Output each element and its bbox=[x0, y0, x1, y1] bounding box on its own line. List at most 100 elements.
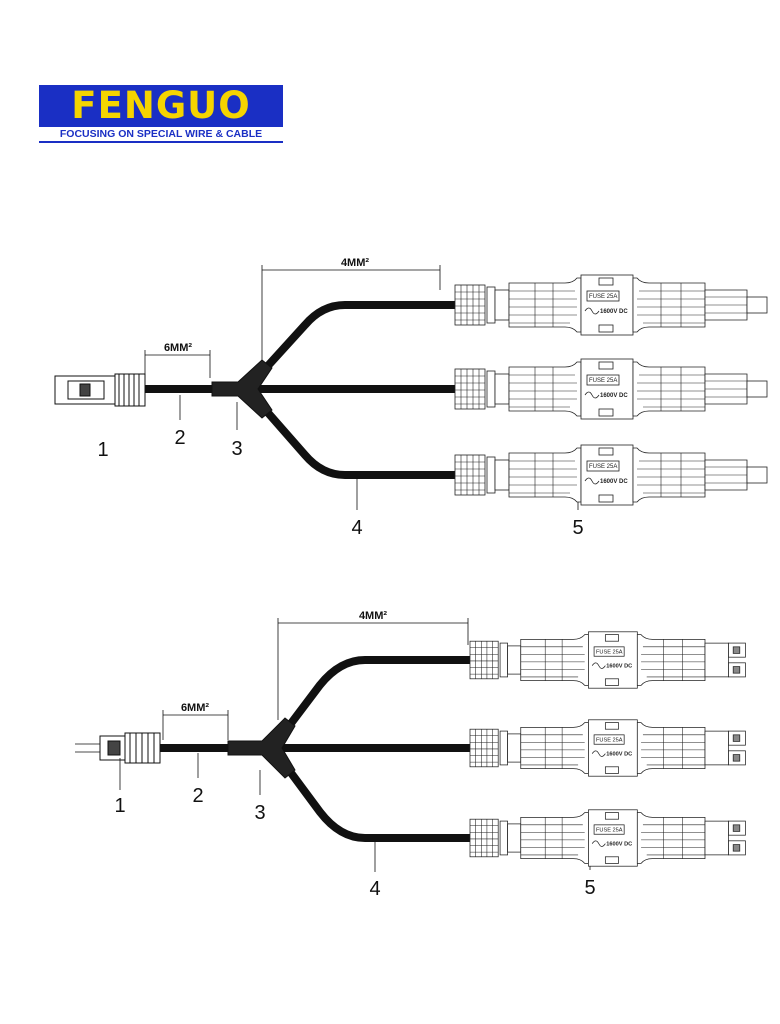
connector-nut bbox=[454, 454, 486, 496]
fuse-clip-bottom bbox=[598, 324, 614, 333]
connector-neck bbox=[507, 733, 522, 763]
latch-button bbox=[732, 734, 741, 742]
diagram-2 bbox=[75, 618, 591, 872]
fuse-voltage: 1600V DC bbox=[606, 842, 632, 848]
nut-ribs bbox=[470, 729, 499, 767]
connector-tail bbox=[704, 730, 729, 766]
fuse-label-box bbox=[593, 824, 625, 835]
connector-nut bbox=[469, 728, 499, 768]
body-left-ribs bbox=[520, 817, 585, 859]
nut-ribs bbox=[455, 369, 485, 409]
part-label-2: 2 bbox=[174, 427, 185, 449]
fuse-rating: FUSE 25A bbox=[596, 649, 623, 655]
connector-neck bbox=[494, 373, 510, 405]
fuse-symbol-icon bbox=[591, 662, 606, 669]
logo-tagline: FOCUSING ON SPECIAL WIRE & CABLE bbox=[39, 127, 283, 143]
latch-button bbox=[732, 646, 741, 654]
fuse-voltage: 1600V DC bbox=[606, 752, 632, 758]
body-left bbox=[508, 277, 582, 333]
connector-ring bbox=[499, 820, 508, 856]
connector-nut bbox=[454, 284, 486, 326]
fuse-clip-top bbox=[604, 634, 619, 642]
part-label-1: 1 bbox=[97, 439, 108, 461]
fuse-clip-bottom bbox=[598, 494, 614, 503]
connector-ring bbox=[486, 370, 496, 408]
fuse-rating: FUSE 25A bbox=[596, 737, 623, 743]
part-label-4: 4 bbox=[351, 517, 362, 539]
branch-cable-bottom bbox=[276, 755, 472, 842]
dimension-branch-label: 4MM² bbox=[359, 610, 387, 622]
fuse-clip-top bbox=[604, 722, 619, 730]
connector-pin bbox=[746, 466, 768, 484]
part-label-4: 4 bbox=[369, 878, 380, 900]
fuse-symbol-icon bbox=[591, 840, 606, 847]
body-right bbox=[636, 812, 706, 864]
body-right-ribs bbox=[637, 453, 705, 497]
fuse-connector-assembly: FUSE 25A 1600V DC bbox=[469, 719, 746, 777]
connector-ring bbox=[499, 642, 508, 678]
fuse-symbol-icon bbox=[584, 477, 600, 485]
body-left bbox=[520, 812, 589, 864]
connector-pin bbox=[746, 380, 768, 398]
fuse-symbol-icon bbox=[591, 750, 606, 757]
body-left-ribs bbox=[520, 639, 585, 681]
body-left-ribs bbox=[520, 727, 585, 769]
part-label-2: 2 bbox=[192, 785, 203, 807]
fuse-clip-top bbox=[598, 447, 614, 456]
fuse-clip-bottom bbox=[604, 766, 619, 774]
nut-ribs bbox=[470, 819, 499, 857]
connector-pin bbox=[746, 296, 768, 314]
nut-ribs bbox=[455, 285, 485, 325]
dimension-line-branch bbox=[261, 265, 441, 360]
fuse-label-box bbox=[593, 646, 625, 657]
body-left-ribs bbox=[509, 453, 577, 497]
body-right bbox=[636, 634, 706, 686]
nut-ribs bbox=[455, 455, 485, 495]
fuse-label-box bbox=[586, 374, 620, 386]
connector-nut bbox=[454, 368, 486, 410]
latch-button bbox=[732, 754, 741, 762]
nut-ribs bbox=[470, 641, 499, 679]
fuse-voltage: 1600V DC bbox=[600, 479, 628, 485]
diagram-1 bbox=[54, 265, 579, 510]
fuse-rating: FUSE 25A bbox=[596, 827, 623, 833]
connector-neck bbox=[494, 459, 510, 491]
branch-cable-top bbox=[252, 301, 458, 383]
fuse-connector-assembly: FUSE 25A 1600V DC bbox=[469, 809, 746, 867]
latch-button bbox=[732, 824, 741, 832]
body-right-ribs bbox=[637, 367, 705, 411]
fuse-clip-top bbox=[604, 812, 619, 820]
connector-tail bbox=[704, 642, 729, 678]
latch-button bbox=[732, 666, 741, 674]
body-right-ribs bbox=[641, 639, 706, 681]
connector-neck bbox=[507, 645, 522, 675]
fuse-clip-top bbox=[598, 361, 614, 370]
dimension-line-main bbox=[162, 710, 229, 740]
fuse-clip-bottom bbox=[598, 408, 614, 417]
logo-name: FENGUO bbox=[71, 84, 251, 127]
part-label-1: 1 bbox=[114, 795, 125, 817]
tail-lines bbox=[705, 466, 747, 484]
fuse-symbol-icon bbox=[584, 391, 600, 399]
body-left bbox=[520, 634, 589, 686]
body-right bbox=[632, 277, 706, 333]
body-left bbox=[508, 361, 582, 417]
input-connector bbox=[54, 373, 146, 407]
body-right bbox=[636, 722, 706, 774]
fuse-clip-top bbox=[598, 277, 614, 286]
body-left bbox=[508, 447, 582, 503]
fuse-symbol-icon bbox=[584, 307, 600, 315]
fuse-voltage: 1600V DC bbox=[600, 393, 628, 399]
y-junction bbox=[227, 717, 296, 779]
body-right bbox=[632, 447, 706, 503]
body-right bbox=[632, 361, 706, 417]
input-connector bbox=[75, 732, 161, 764]
body-right-ribs bbox=[641, 727, 706, 769]
body-left-ribs bbox=[509, 367, 577, 411]
connector-ring bbox=[486, 456, 496, 494]
tail-lines bbox=[705, 296, 747, 314]
branch-cable-bottom bbox=[251, 395, 458, 479]
